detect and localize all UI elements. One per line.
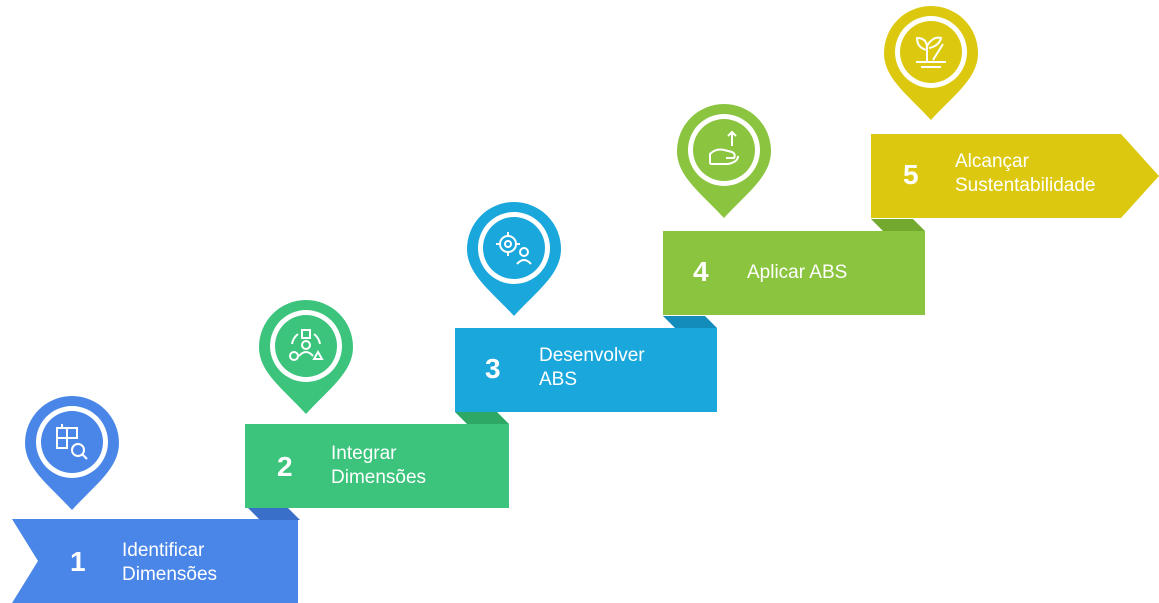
step-2-ribbon (245, 424, 509, 508)
step-2-pin (258, 300, 354, 416)
step-1-number: 1 (70, 546, 86, 577)
plant-icon (915, 36, 946, 68)
step-3-fold (663, 316, 717, 328)
step-4-title: Aplicar ABS (747, 262, 848, 283)
gear-person-icon (496, 232, 532, 265)
step-5-pin (883, 6, 979, 122)
step-4-pin (676, 104, 772, 220)
step-1-fold (248, 508, 300, 520)
step-3: 3 Desenvolver ABS (455, 328, 717, 412)
step-4-number: 4 (693, 256, 709, 287)
step-2-title: Integrar Dimensões (331, 443, 427, 488)
step-1-pin (24, 396, 120, 512)
step-3-title: Desenvolver ABS (539, 345, 645, 390)
step-4-fold (871, 219, 925, 231)
step-5: 5 Alcançar Sustentabilidade (871, 134, 1159, 218)
step-5-ribbon (871, 134, 1159, 218)
step-3-ribbon (455, 328, 717, 412)
step-5-title: Alcançar Sustentabilidade (955, 151, 1096, 196)
step-2-fold (455, 412, 509, 424)
step-3-number: 3 (485, 353, 501, 384)
shapes-people-icon (289, 329, 324, 361)
step-4: 4 Aplicar ABS (663, 231, 925, 315)
hand-arrow-icon (709, 130, 739, 165)
step-1-ribbon (12, 519, 298, 603)
step-1-title: Identificar Dimensões (122, 540, 218, 585)
step-2-number: 2 (277, 451, 293, 482)
step-1: 1 Identificar Dimensões (12, 519, 302, 603)
step-2: 2 Integrar Dimensões (245, 424, 509, 508)
step-4-ribbon (663, 231, 925, 315)
step-3-pin (466, 202, 562, 318)
step-5-number: 5 (903, 159, 919, 190)
grid-search-icon (56, 424, 88, 460)
